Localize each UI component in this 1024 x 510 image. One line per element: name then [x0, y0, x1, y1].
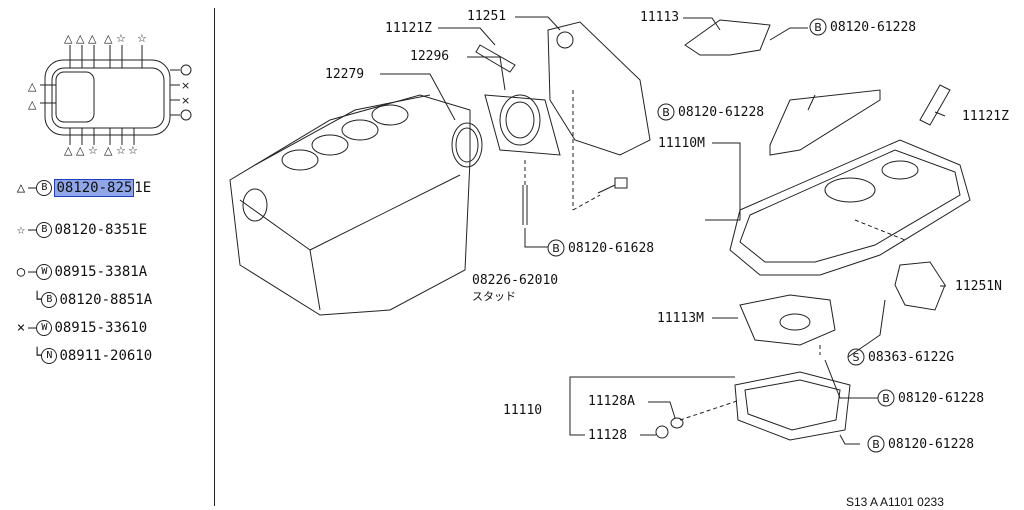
label-11121z-right[interactable]: 11121Z [962, 109, 1009, 124]
lower-baffle [739, 294, 836, 346]
svg-text:☆: ☆ [88, 144, 98, 157]
triangle-symbol: △ [16, 180, 26, 196]
part-number[interactable]: 08120-8851A [59, 292, 153, 308]
circle-letter: B [41, 292, 58, 308]
seal-retainer [484, 94, 561, 156]
label-11251n[interactable]: 11251N [955, 279, 1002, 294]
label-11110[interactable]: 11110 [503, 403, 543, 418]
svg-text:△: △ [76, 144, 85, 157]
label-11128[interactable]: 11128 [588, 428, 628, 443]
drain-washer [670, 417, 684, 429]
oil-seal-ring [451, 122, 483, 168]
gasket-strip [769, 89, 881, 156]
highlight-suffix: 1E [134, 180, 152, 196]
circle-letter: W [36, 320, 53, 336]
svg-text:☆: ☆ [116, 32, 126, 45]
label-12296[interactable]: 12296 [410, 49, 450, 64]
label-11128a[interactable]: 11128A [588, 394, 635, 409]
label-08226-62010[interactable]: 08226-62010 [472, 273, 559, 288]
svg-text:×: × [181, 94, 190, 107]
circle-b: B [814, 21, 822, 34]
circle-symbol: ○ [16, 264, 26, 280]
upper-oil-pan [729, 139, 971, 276]
side-cover [894, 261, 946, 311]
cross-symbol: × [16, 320, 26, 336]
circle-b: B [882, 392, 890, 405]
circle-letter: B [36, 222, 53, 238]
circle-b: B [662, 106, 670, 119]
part-number[interactable]: 08120-8351E [54, 222, 148, 238]
part-number[interactable]: 08915-33610 [54, 320, 148, 336]
svg-text:△: △ [104, 32, 113, 45]
label-12279[interactable]: 12279 [325, 67, 365, 82]
label-11113m[interactable]: 11113M [657, 311, 704, 326]
label-stud: スタッド [472, 290, 516, 303]
svg-text:×: × [181, 79, 190, 92]
circle-b: B [552, 242, 560, 255]
svg-text:△: △ [88, 32, 97, 45]
sealant-tube-top [475, 44, 516, 73]
svg-text:☆: ☆ [116, 144, 126, 157]
gasket-bolt-layout-diagram: △△△ △☆☆ △△ ×× △△☆ △☆☆ [28, 32, 192, 157]
label-08120-61228-d[interactable]: 08120-61228 [888, 437, 975, 452]
label-08120-61228-a[interactable]: 08120-61228 [830, 20, 917, 35]
label-11110m[interactable]: 11110M [658, 136, 705, 151]
label-08120-61228-b[interactable]: 08120-61228 [678, 105, 765, 120]
drain-plug [655, 425, 669, 439]
svg-text:△: △ [28, 98, 37, 111]
part-number[interactable]: 08915-3381A [54, 264, 148, 280]
circle-letter: N [41, 348, 58, 364]
circle-s: S [853, 351, 860, 364]
svg-text:△: △ [28, 80, 37, 93]
svg-text:△: △ [64, 144, 73, 157]
engine-block-drawing [229, 94, 471, 316]
panel-divider [214, 8, 215, 506]
svg-text:△: △ [76, 32, 85, 45]
highlighted-part-number[interactable]: 08120-825 [54, 179, 135, 197]
svg-text:△: △ [64, 32, 73, 45]
circle-letter: W [36, 264, 53, 280]
sealant-tube-right [919, 84, 951, 126]
label-08120-61228-c[interactable]: 08120-61228 [898, 391, 985, 406]
label-08363-6122g[interactable]: 08363-6122G [868, 350, 955, 365]
label-11121z-top[interactable]: 11121Z [385, 21, 432, 36]
reference-code: S13 A A1101 0233 [846, 495, 944, 509]
svg-text:☆: ☆ [137, 32, 147, 45]
star-symbol: ☆ [16, 222, 26, 238]
baffle-plate [684, 19, 771, 56]
lower-oil-pan [734, 371, 851, 441]
label-08120-61628[interactable]: 08120-61628 [568, 241, 655, 256]
rear-plate [547, 21, 651, 156]
label-11113[interactable]: 11113 [640, 10, 680, 25]
circle-b: B [872, 438, 880, 451]
circle-letter: B [36, 180, 53, 196]
svg-text:☆: ☆ [128, 144, 138, 157]
label-11251[interactable]: 11251 [467, 9, 507, 24]
svg-text:△: △ [104, 144, 113, 157]
part-number[interactable]: 08911-20610 [59, 348, 153, 364]
